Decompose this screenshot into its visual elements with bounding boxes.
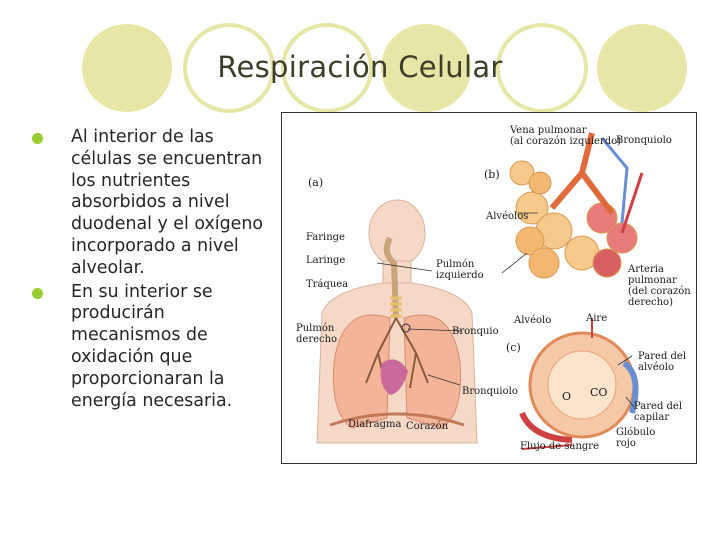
blood-flow-arrow-icon — [521, 444, 573, 450]
label-laringe: Laringe — [306, 255, 346, 266]
label-bronquiolo-top: Bronquiolo — [616, 135, 672, 146]
slide-title: Respiración Celular — [217, 50, 503, 84]
respiratory-system-figure: Vena pulmonar (al corazón izquierdo) Bro… — [281, 112, 697, 464]
label-panel-a: (a) — [308, 176, 324, 189]
label-globulo-rojo: Glóbulo rojo — [616, 427, 656, 449]
label-bronquiolo-bottom: Bronquiolo — [462, 386, 518, 397]
decor-ring-3 — [496, 23, 588, 113]
label-panel-c: (c) — [506, 341, 521, 354]
bullet-dot-icon — [32, 133, 43, 144]
capillary-red — [519, 411, 573, 443]
pulmonary-vein — [600, 137, 629, 224]
alveolus-interior — [547, 350, 617, 420]
label-arteria-pulmonar: Arteria pulmonar (del corazón derecho) — [628, 264, 691, 308]
label-alveolo: Alvéolo — [514, 315, 552, 326]
airway — [383, 236, 399, 319]
leader-lines — [376, 212, 635, 408]
label-flujo-sangre: Flujo de sangre — [520, 441, 600, 452]
decor-ring-2 — [281, 23, 373, 113]
label-pared-capilar: Pared del capilar — [634, 401, 683, 423]
bullet-text: En su interior se producirán mecanismos … — [71, 281, 233, 411]
label-aire: Aire — [586, 313, 608, 324]
label-vena-pulmonar: Vena pulmonar (al corazón izquierdo) — [510, 125, 622, 147]
bullet-dot-icon — [32, 287, 43, 299]
decor-circle-2 — [381, 24, 471, 112]
label-o2: O — [562, 390, 572, 403]
decor-ring-1 — [183, 23, 275, 113]
decor-circle-1 — [82, 24, 172, 112]
label-bronquio: Bronquio — [452, 326, 499, 337]
label-corazon: Corazón — [406, 421, 449, 432]
heart — [380, 359, 408, 395]
label-panel-b: (b) — [484, 168, 500, 181]
bronchiole-branch — [549, 132, 615, 215]
label-pulmon-derecho: Pulmón derecho — [296, 323, 338, 345]
bullet-item: En su interior se producirán mecanismos … — [30, 282, 278, 413]
label-pulmon-izquierdo: Pulmón izquierdo — [436, 259, 484, 281]
label-co2: CO — [590, 386, 608, 399]
lungs — [332, 314, 462, 429]
bullet-item: Al interior de las células se encuentran… — [30, 127, 278, 280]
label-faringe: Faringe — [306, 232, 345, 243]
label-traquea: Tráquea — [306, 279, 349, 290]
label-diafragma: Diafragma — [348, 419, 402, 430]
zoom-marker-icon — [401, 323, 411, 333]
bullet-list: Al interior de las células se encuentran… — [30, 127, 278, 414]
diaphragm — [329, 412, 465, 427]
capillary-blue — [622, 360, 639, 414]
bullet-text: Al interior de las células se encuentran… — [71, 127, 263, 278]
label-alveolos: Alvéolos — [486, 211, 529, 222]
respiratory-illustration — [316, 132, 644, 450]
trachea-rings — [390, 296, 402, 318]
pulmonary-artery — [620, 172, 644, 234]
label-pared-alveolo: Pared del alvéolo — [638, 351, 687, 373]
decor-circle-3 — [597, 24, 687, 112]
